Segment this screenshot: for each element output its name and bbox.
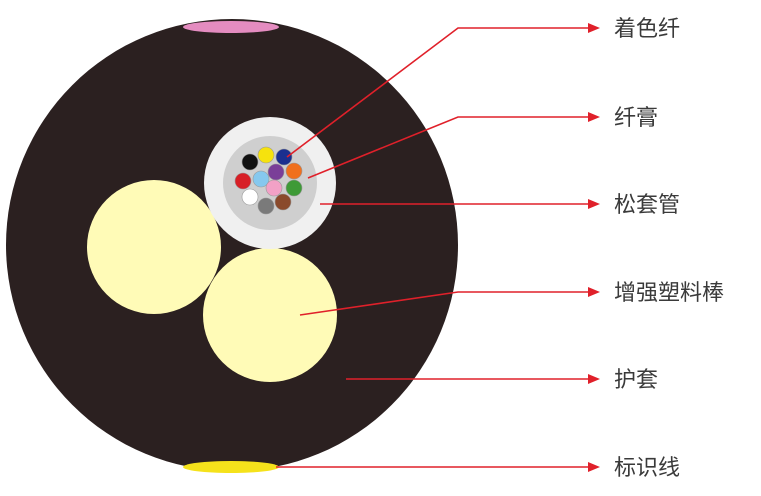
fiber-black — [241, 153, 259, 171]
marker-line-bottom — [183, 461, 279, 473]
strength-rod-left — [87, 180, 221, 314]
fiber-light-blue — [252, 170, 270, 188]
marker-line-top — [183, 21, 279, 33]
leader-line-fiber-paste — [307, 116, 588, 179]
fiber-pink — [265, 179, 283, 197]
strength-rod-right — [203, 248, 337, 382]
leader-lines — [276, 23, 600, 472]
arrowhead-fiber-paste — [588, 112, 600, 122]
arrowhead-strength-rod — [588, 287, 600, 297]
arrowhead-marker — [588, 462, 600, 472]
fiber-bundle — [234, 146, 303, 215]
arrowhead-colored-fiber — [588, 23, 600, 33]
label-loose-tube: 松套管 — [614, 193, 680, 218]
fiber-purple — [267, 163, 285, 181]
leader-line-colored-fiber — [286, 27, 588, 158]
fiber-orange — [285, 162, 303, 180]
leader-line-strength-rod — [299, 291, 588, 316]
fiber-grey — [257, 197, 275, 215]
fiber-yellow — [257, 146, 275, 164]
sheath — [6, 19, 458, 471]
label-marker-line: 标识线 — [614, 456, 680, 481]
fiber-brown — [274, 193, 292, 211]
label-strength-rod: 增强塑料棒 — [614, 281, 724, 306]
fiber-blue — [275, 148, 293, 166]
label-colored-fiber: 着色纤 — [614, 17, 680, 42]
fiber-green — [285, 179, 303, 197]
fiber-red — [234, 172, 252, 190]
fiber-white — [241, 188, 259, 206]
arrowhead-loose-tube — [588, 199, 600, 209]
label-sheath: 护套 — [614, 368, 658, 393]
label-fiber-paste: 纤膏 — [614, 106, 658, 131]
arrowhead-sheath — [588, 374, 600, 384]
